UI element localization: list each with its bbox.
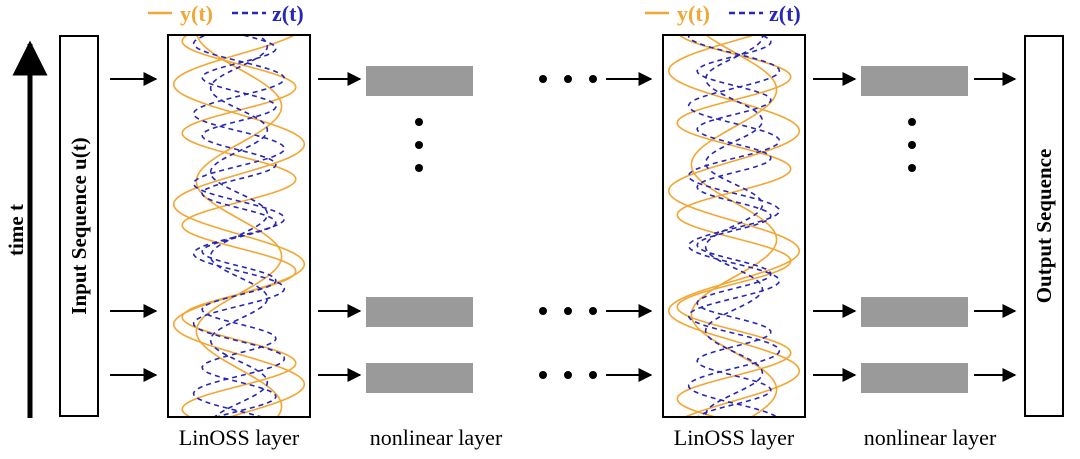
linoss-layer-1 (167, 34, 311, 418)
ellipsis-icon (415, 118, 423, 172)
input-sequence-box (59, 35, 99, 417)
linoss-layer-1-label: LinOSS layer (179, 425, 300, 450)
flow-arrows (110, 72, 1017, 382)
ellipsis-icon (539, 371, 597, 379)
linoss-layer-1-frame (167, 34, 311, 418)
y-oscillation-curve (172, 35, 306, 417)
y-oscillation-curve (181, 35, 297, 417)
legend-y-label: y(t) (180, 1, 213, 26)
legend-z-label: z(t) (769, 1, 801, 26)
ellipsis-icon (539, 75, 597, 83)
nonlinear-block (861, 66, 968, 96)
nonlinear-block (861, 363, 968, 393)
nonlinear-block (861, 297, 968, 327)
z-oscillation-curve (687, 35, 781, 417)
ellipsis-icon (908, 118, 916, 172)
legend-1: y(t) z(t) (148, 1, 304, 26)
output-sequence-box (1024, 35, 1064, 417)
input-sequence-label: Input Sequence u(t) (67, 137, 91, 314)
y-oscillation-curve (667, 35, 801, 417)
nonlinear-block (366, 297, 473, 327)
nonlinear-block (366, 363, 473, 393)
time-axis-label: time t (4, 204, 28, 256)
y-oscillation-curve (676, 35, 792, 417)
z-oscillation-curve (201, 35, 277, 417)
z-oscillation-curve (192, 35, 286, 417)
legend-2: y(t) z(t) (645, 1, 801, 26)
z-oscillation-curve (696, 35, 772, 417)
legend-z-label: z(t) (272, 1, 304, 26)
nonlinear-block (366, 66, 473, 96)
z-oscillation-curve (209, 35, 269, 417)
ellipsis-icon (539, 307, 597, 315)
legend-y-label: y(t) (677, 1, 710, 26)
output-sequence-label: Output Sequence (1032, 149, 1056, 304)
y-oscillation-curve (195, 35, 283, 417)
z-oscillation-curve (704, 35, 764, 417)
nonlinear-layer-2-label: nonlinear layer (864, 425, 997, 450)
nonlinear-layer-1-label: nonlinear layer (370, 425, 503, 450)
linoss-layer-2-label: LinOSS layer (674, 425, 795, 450)
linoss-layer-2-frame (662, 34, 806, 418)
linoss-layer-2 (662, 34, 806, 418)
y-oscillation-curve (690, 35, 778, 417)
